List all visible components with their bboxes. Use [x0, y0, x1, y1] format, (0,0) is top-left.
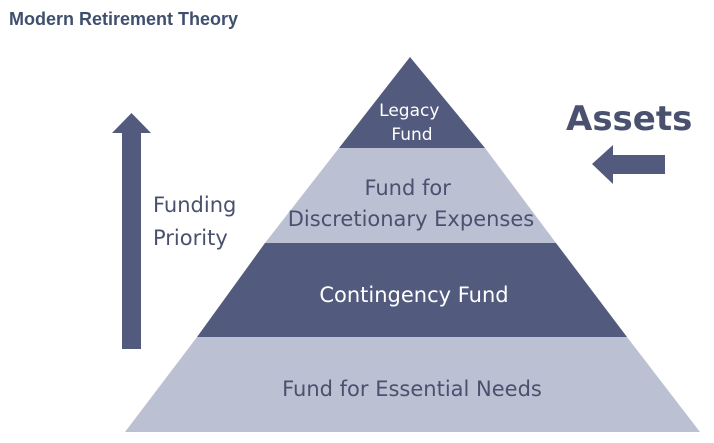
essential-needs-line-1: Fund for Essential Needs	[282, 377, 542, 401]
legacy-fund-line-2: Fund	[391, 125, 432, 145]
funding-priority-line-2: Priority	[153, 226, 228, 250]
discretionary-fund-line-2: Discretionary Expenses	[288, 207, 534, 231]
pyramid-tier-discretionary	[265, 148, 556, 243]
pyramid-tier-essential	[125, 337, 700, 432]
discretionary-fund-line-1: Fund for	[364, 176, 451, 200]
page-title: Modern Retirement Theory	[9, 9, 239, 29]
discretionary-fund-label: Fund for Discretionary Expenses	[288, 176, 534, 231]
essential-needs-label: Fund for Essential Needs	[282, 377, 542, 401]
legacy-fund-label: Legacy Fund	[379, 101, 445, 145]
funding-priority-line-1: Funding	[153, 193, 236, 217]
assets-label: Assets	[566, 99, 692, 139]
pyramid-tier-legacy	[339, 57, 485, 148]
legacy-fund-line-1: Legacy	[379, 101, 439, 121]
funding-priority-label: Funding Priority	[153, 193, 243, 250]
funding-priority-arrow	[112, 113, 151, 349]
contingency-fund-label: Contingency Fund	[319, 283, 508, 307]
pyramid	[125, 57, 700, 432]
assets-arrow	[592, 145, 665, 184]
contingency-fund-line-1: Contingency Fund	[319, 283, 508, 307]
pyramid-tier-contingency	[197, 243, 627, 337]
